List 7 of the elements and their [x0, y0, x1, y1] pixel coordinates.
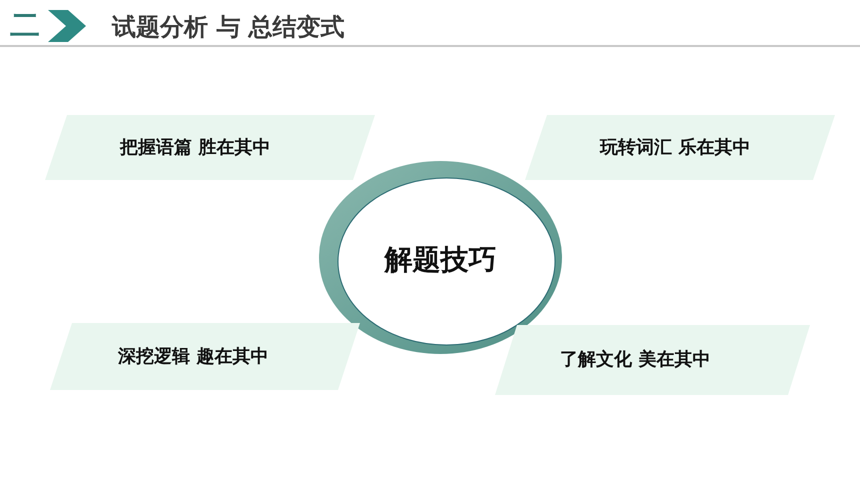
- banner-text: 深挖逻辑 趣在其中: [118, 344, 268, 368]
- center-heading: 解题技巧: [383, 242, 498, 278]
- slide-title: 试题分析 与 总结变式: [112, 12, 345, 43]
- section-number: 二: [10, 8, 40, 44]
- banner-text: 把握语篇 胜在其中: [120, 136, 270, 160]
- banner-text: 了解文化 美在其中: [560, 348, 710, 372]
- banner-text: 玩转词汇 乐在其中: [600, 136, 750, 160]
